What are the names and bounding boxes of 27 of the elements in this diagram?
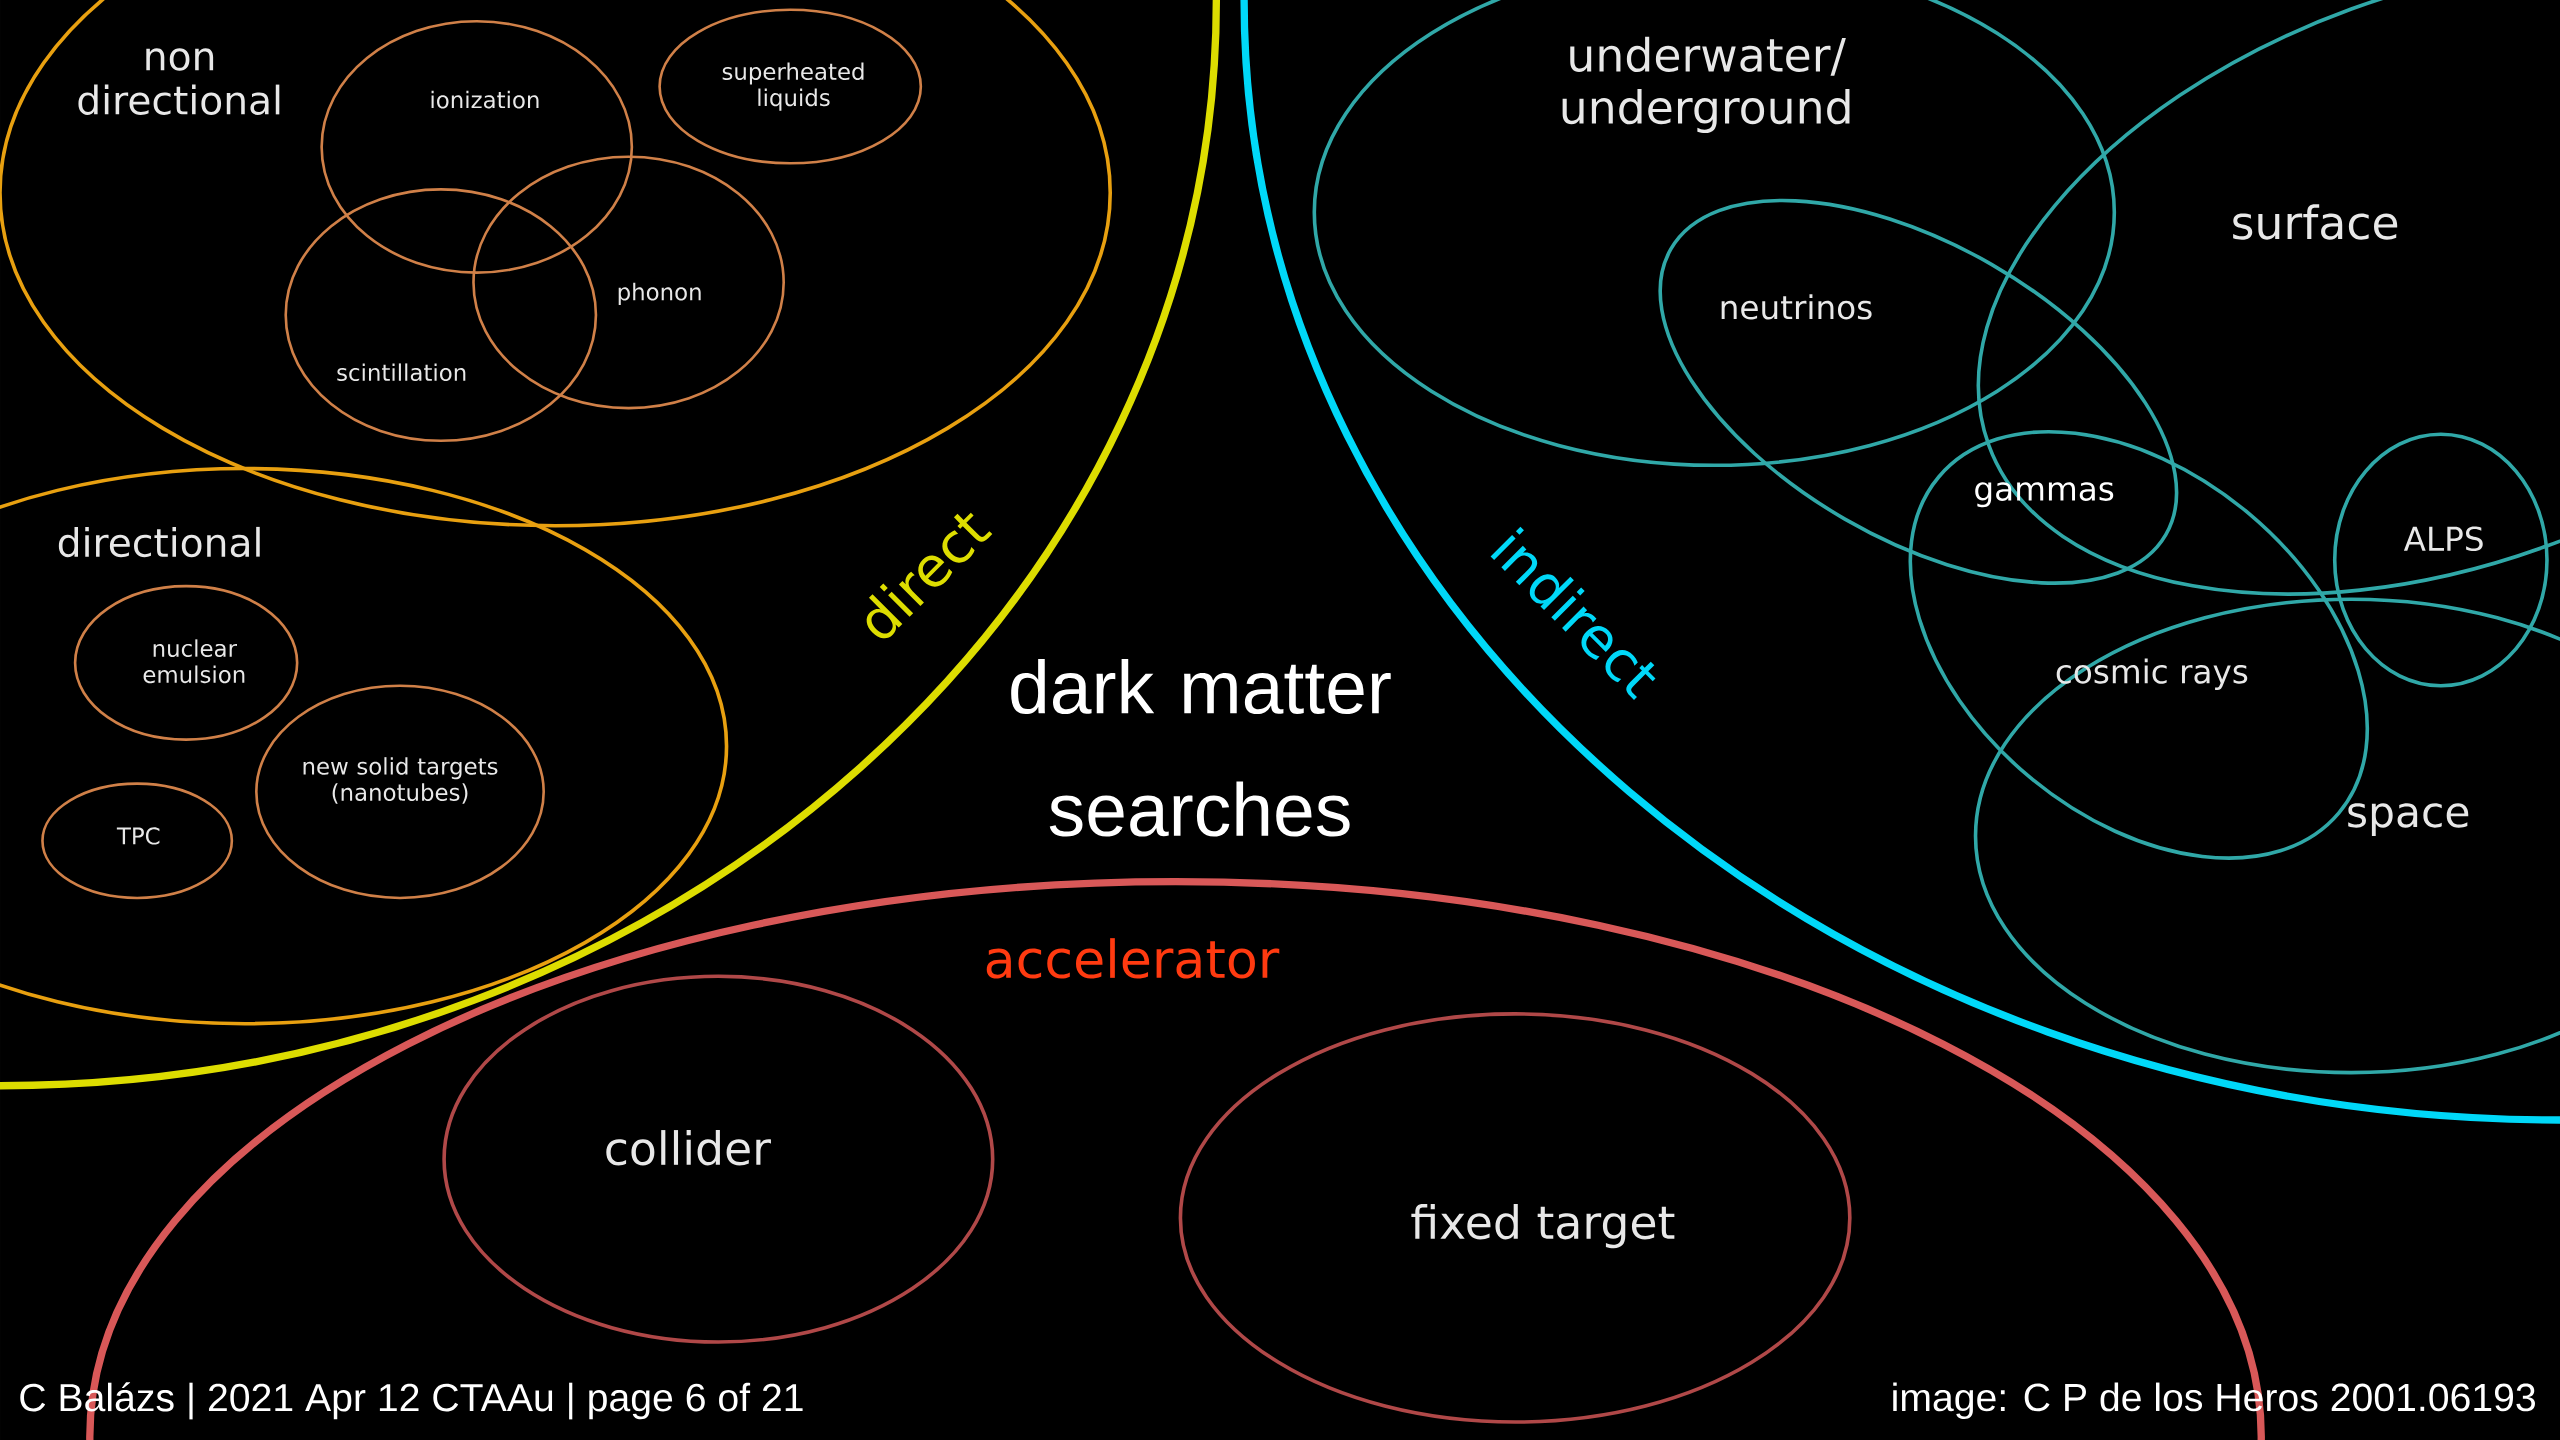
category-label: TPC	[116, 827, 160, 845]
category-ellipse	[73, 584, 299, 741]
category-label: space	[2348, 803, 2469, 836]
category-label: underwater/ underground	[1562, 36, 1850, 134]
category-label: accelerator	[986, 938, 1280, 979]
category-ellipse	[1178, 1012, 1852, 1424]
category-label: collider	[606, 1130, 771, 1166]
category-ellipse	[320, 19, 634, 274]
category-ellipse	[2332, 432, 2549, 688]
category-ellipse	[472, 155, 785, 410]
category-ellipse	[658, 8, 923, 165]
category-label: phonon	[618, 282, 701, 305]
center-title: dark matter searches	[1011, 658, 1391, 837]
category-label: directional	[58, 526, 260, 558]
category-label: neutrinos	[1721, 294, 1872, 320]
category-ellipse	[255, 684, 545, 900]
category-label: scintillation	[337, 363, 466, 382]
category-label: new solid targets (nanotubes)	[303, 757, 498, 804]
category-label: fixed target	[1411, 1204, 1675, 1249]
category-label: superheated liquids	[722, 62, 864, 111]
category-label: non directional	[78, 48, 280, 115]
category-label: nuclear emulsion	[143, 639, 245, 684]
category-ellipse	[284, 188, 598, 443]
category-label: ALPS	[2403, 526, 2483, 552]
category-label: surface	[2233, 204, 2398, 240]
category-ellipse	[41, 782, 234, 900]
category-label: ionization	[431, 90, 539, 109]
